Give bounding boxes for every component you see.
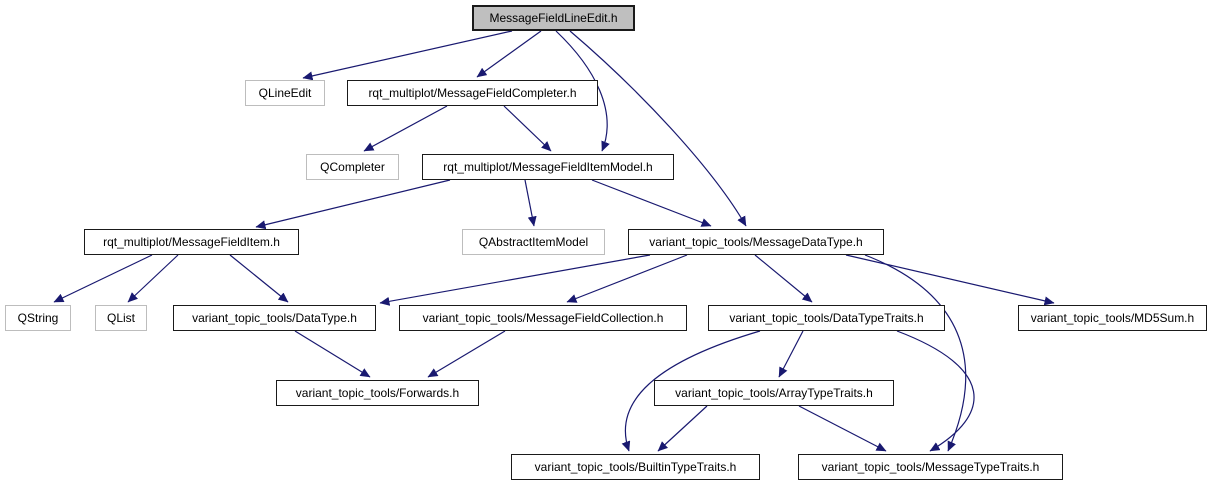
node-variant-topic-tools-md5sum-h[interactable]: variant_topic_tools/MD5Sum.h bbox=[1018, 305, 1207, 331]
edge-rqt-multiplot-messagefielditemmodel-h--rqt-multiplot-messagefielditem-h bbox=[255, 179, 451, 230]
node-variant-topic-tools-messagefieldcollection-h[interactable]: variant_topic_tools/MessageFieldCollecti… bbox=[399, 305, 687, 331]
node-variant-topic-tools-builtintypetraits-h[interactable]: variant_topic_tools/BuiltinTypeTraits.h bbox=[511, 454, 760, 480]
node-messagefieldlineedit-h[interactable]: MessageFieldLineEdit.h bbox=[472, 5, 635, 31]
edge-variant-topic-tools-messagedatatype-h--variant-topic-tools-md5sum-h bbox=[845, 254, 1055, 306]
edge-messagefieldlineedit-h--qlineedit bbox=[302, 30, 513, 81]
edge-messagefieldlineedit-h--variant-topic-tools-messagedatatype-h bbox=[569, 30, 747, 227]
node-qlineedit: QLineEdit bbox=[245, 80, 325, 106]
edge-messagefieldlineedit-h--rqt-multiplot-messagefieldcompleter-h bbox=[476, 30, 542, 78]
edge-rqt-multiplot-messagefielditemmodel-h--qabstractitemmodel bbox=[524, 179, 537, 227]
edge-variant-topic-tools-messagedatatype-h--variant-topic-tools-datatype-h bbox=[379, 254, 651, 306]
edge-variant-topic-tools-datatypetraits-h--variant-topic-tools-arraytypetraits-h bbox=[778, 330, 804, 378]
edge-variant-topic-tools-datatype-h--variant-topic-tools-forwards-h bbox=[294, 330, 371, 378]
edge-rqt-multiplot-messagefieldcompleter-h--qcompleter bbox=[363, 105, 448, 152]
edge-variant-topic-tools-arraytypetraits-h--variant-topic-tools-messagetypetraits-h bbox=[798, 405, 887, 452]
node-variant-topic-tools-arraytypetraits-h[interactable]: variant_topic_tools/ArrayTypeTraits.h bbox=[654, 380, 894, 406]
edge-variant-topic-tools-messagedatatype-h--variant-topic-tools-messagetypetraits-h bbox=[864, 254, 967, 452]
node-qlist: QList bbox=[95, 305, 147, 331]
edge-variant-topic-tools-datatypetraits-h--variant-topic-tools-builtintypetraits-h bbox=[621, 330, 761, 452]
node-variant-topic-tools-messagedatatype-h[interactable]: variant_topic_tools/MessageDataType.h bbox=[628, 229, 884, 255]
edge-variant-topic-tools-messagedatatype-h--variant-topic-tools-datatypetraits-h bbox=[754, 254, 813, 303]
edge-rqt-multiplot-messagefielditem-h--qstring bbox=[53, 254, 153, 303]
edge-variant-topic-tools-messagefieldcollection-h--variant-topic-tools-forwards-h bbox=[427, 330, 506, 378]
edge-variant-topic-tools-messagedatatype-h--variant-topic-tools-messagefieldcollection-h bbox=[566, 254, 688, 303]
edge-variant-topic-tools-arraytypetraits-h--variant-topic-tools-builtintypetraits-h bbox=[657, 405, 708, 452]
edge-rqt-multiplot-messagefielditem-h--qlist bbox=[127, 254, 179, 303]
edge-rqt-multiplot-messagefielditemmodel-h--variant-topic-tools-messagedatatype-h bbox=[591, 179, 712, 227]
node-variant-topic-tools-datatypetraits-h[interactable]: variant_topic_tools/DataTypeTraits.h bbox=[708, 305, 945, 331]
node-rqt-multiplot-messagefielditemmodel-h[interactable]: rqt_multiplot/MessageFieldItemModel.h bbox=[422, 154, 674, 180]
node-rqt-multiplot-messagefieldcompleter-h[interactable]: rqt_multiplot/MessageFieldCompleter.h bbox=[347, 80, 598, 106]
node-variant-topic-tools-datatype-h[interactable]: variant_topic_tools/DataType.h bbox=[173, 305, 376, 331]
edge-messagefieldlineedit-h--rqt-multiplot-messagefielditemmodel-h bbox=[555, 30, 610, 152]
edge-rqt-multiplot-messagefieldcompleter-h--rqt-multiplot-messagefielditemmodel-h bbox=[503, 105, 552, 152]
edge-rqt-multiplot-messagefielditem-h--variant-topic-tools-datatype-h bbox=[229, 254, 289, 303]
node-rqt-multiplot-messagefielditem-h[interactable]: rqt_multiplot/MessageFieldItem.h bbox=[84, 229, 299, 255]
node-variant-topic-tools-messagetypetraits-h[interactable]: variant_topic_tools/MessageTypeTraits.h bbox=[798, 454, 1063, 480]
node-qcompleter: QCompleter bbox=[306, 154, 399, 180]
node-qstring: QString bbox=[5, 305, 71, 331]
edge-variant-topic-tools-datatypetraits-h--variant-topic-tools-messagetypetraits-h bbox=[896, 330, 975, 452]
node-qabstractitemmodel: QAbstractItemModel bbox=[462, 229, 605, 255]
node-variant-topic-tools-forwards-h[interactable]: variant_topic_tools/Forwards.h bbox=[276, 380, 479, 406]
